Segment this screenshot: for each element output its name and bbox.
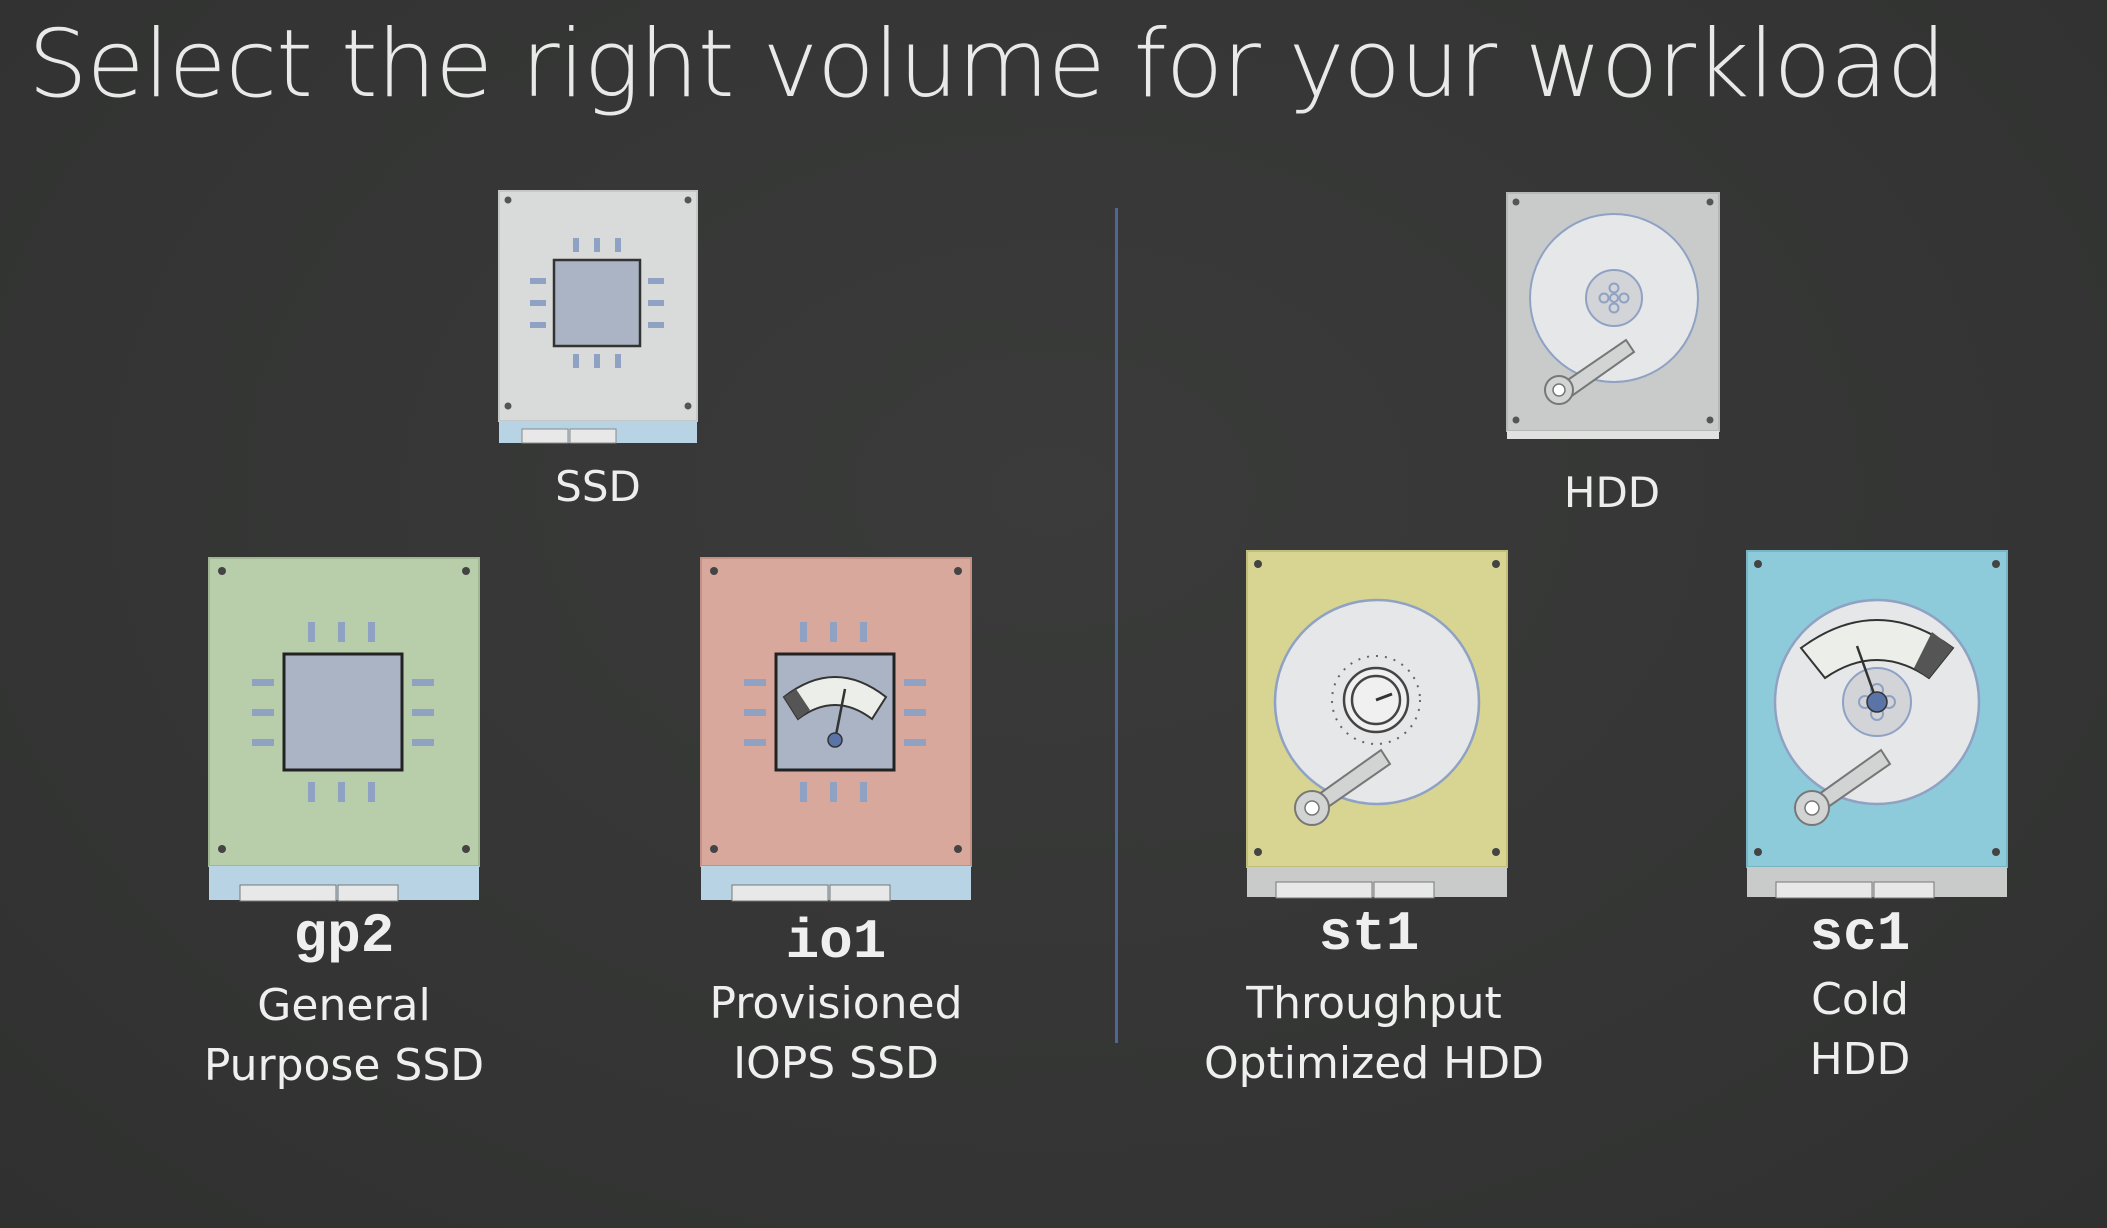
page-title: Select the right volume for your workloa… <box>28 10 1946 119</box>
st1-hdd-icon <box>1246 550 1508 899</box>
st1-code: st1 <box>1318 902 1420 966</box>
gp2-ssd-icon <box>208 557 480 902</box>
ssd-hdd-divider <box>1115 208 1118 1043</box>
io1-ssd-icon <box>700 557 972 902</box>
ssd-drive-icon <box>498 190 698 444</box>
st1-desc-line1: Throughput <box>1246 978 1502 1029</box>
gp2-code: gp2 <box>293 904 395 968</box>
sc1-desc-line2: HDD <box>1809 1034 1911 1085</box>
io1-desc-line1: Provisioned <box>709 978 963 1029</box>
hdd-label: HDD <box>1563 468 1661 517</box>
sc1-code: sc1 <box>1809 902 1911 966</box>
st1-desc-line2: Optimized HDD <box>1203 1038 1545 1089</box>
sc1-desc-line1: Cold <box>1811 974 1909 1025</box>
sc1-hdd-icon <box>1746 550 2008 899</box>
gp2-desc-line1: General <box>257 980 431 1031</box>
hdd-drive-icon <box>1506 192 1720 439</box>
io1-code: io1 <box>785 910 887 974</box>
gp2-desc-line2: Purpose SSD <box>203 1040 485 1091</box>
ssd-label: SSD <box>555 462 641 511</box>
io1-desc-line2: IOPS SSD <box>733 1038 939 1089</box>
